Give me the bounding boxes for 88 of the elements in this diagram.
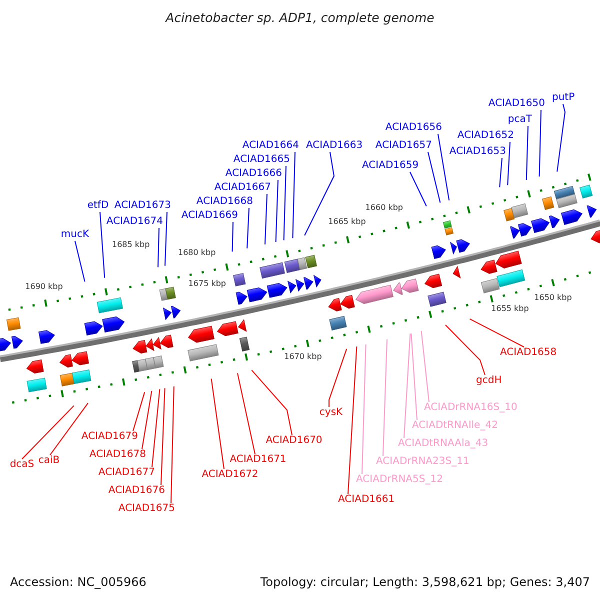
gene-label: ACIADtRNAAla_43	[398, 438, 488, 450]
leader-line	[158, 228, 160, 268]
gene-label: ACIAD1666	[225, 168, 282, 180]
tick-label: 1670 kbp	[284, 352, 322, 362]
leader-line	[210, 378, 224, 470]
leader-line	[404, 333, 411, 438]
gene-label: ACIAD1664	[242, 140, 299, 152]
gene-label: gcdH	[476, 375, 502, 387]
gene-label: ACIAD1679	[81, 431, 138, 443]
gene-label: putP	[552, 92, 575, 104]
gene-label: ACIAD1652	[457, 130, 514, 142]
leader-line	[526, 126, 528, 180]
tick-label: 1655 kbp	[491, 304, 529, 314]
gene-label: ACIAD1659	[362, 160, 419, 172]
leader-line	[469, 318, 524, 348]
gene-label: caiB	[38, 455, 60, 467]
map-title: Acinetobacter sp. ADP1, complete genome	[166, 11, 434, 25]
gene-label: ACIAD1676	[108, 485, 165, 497]
leader-line	[142, 390, 152, 450]
gene-label: ACIADtRNAIle_42	[412, 420, 498, 432]
leader-line	[328, 348, 348, 408]
leader-line	[164, 212, 168, 266]
leader-line	[538, 110, 542, 177]
gene-label: ACIAD1677	[98, 467, 155, 479]
gene-label: pcaT	[508, 114, 532, 126]
gene-label: ACIADrRNA16S_10	[424, 402, 518, 414]
leader-line	[507, 142, 510, 186]
leader-line	[264, 194, 268, 245]
leader-line	[251, 370, 292, 436]
accession-text: Accession: NC_005966	[10, 575, 146, 589]
gene-label: cysK	[319, 407, 343, 419]
gene-label: mucK	[60, 229, 90, 241]
gene-label: etfD	[87, 200, 109, 212]
gene-label: ACIAD1678	[89, 449, 146, 461]
tick-label: 1675 kbp	[188, 279, 226, 289]
leader-line	[382, 338, 388, 456]
tick-label: 1680 kbp	[178, 248, 216, 258]
gene-label: ACIAD1657	[375, 140, 432, 152]
leader-line	[132, 392, 146, 432]
tick-label: 1650 kbp	[534, 293, 572, 303]
leader-line	[292, 152, 296, 239]
leader-line	[232, 222, 234, 252]
gene-label: ACIAD1675	[118, 503, 175, 515]
leader-line	[362, 344, 366, 474]
tick-label: 1660 kbp	[365, 203, 403, 213]
gene-label: ACIAD1668	[196, 196, 253, 208]
gene-label: ACIAD1656	[385, 122, 442, 134]
gene-label: dcaS	[10, 459, 34, 471]
gene-label: ACIADrRNA5S_12	[356, 474, 443, 486]
leader-line	[100, 212, 106, 278]
gene-label: ACIAD1658	[500, 347, 557, 359]
gene-label: ACIAD1671	[230, 454, 286, 466]
leader-line	[556, 104, 566, 172]
genome-summary-text: Topology: circular; Length: 3,598,621 bp; Genes: 3,407	[260, 575, 590, 589]
leader-line	[275, 180, 278, 242]
gene-label: ACIAD1665	[233, 154, 290, 166]
leader-line	[438, 134, 450, 201]
leader-line	[428, 152, 441, 204]
leader-line	[410, 172, 427, 207]
tick-label: 1685 kbp	[112, 240, 150, 250]
gene-label: ACIAD1653	[449, 146, 506, 158]
leader-line	[237, 372, 256, 454]
gene-label: ACIAD1661	[338, 494, 395, 506]
gene-label: ACIAD1667	[214, 182, 271, 194]
gene-label: ACIAD1650	[488, 98, 545, 110]
leader-line	[445, 324, 486, 376]
leader-line	[160, 388, 166, 486]
leader-line	[283, 166, 286, 241]
leader-line	[22, 405, 74, 460]
gene-label: ACIAD1672	[202, 469, 258, 481]
leader-line	[246, 208, 250, 249]
leader-line	[499, 158, 502, 188]
gene-label: ACIAD1669	[181, 210, 238, 222]
leader-line	[420, 330, 430, 402]
gene-label: ACIAD1670	[266, 435, 322, 447]
leader-line	[50, 402, 88, 456]
leader-line	[304, 152, 335, 236]
leader-line	[170, 386, 174, 504]
gene-label: ACIAD1674	[106, 216, 163, 228]
gene-label: ACIAD1663	[306, 140, 363, 152]
leader-line	[74, 240, 86, 282]
leader-line	[152, 388, 160, 468]
tick-label: 1690 kbp	[25, 282, 63, 292]
leader-line	[410, 333, 418, 420]
leader-line	[348, 346, 358, 494]
gene-label: ACIADrRNA23S_11	[376, 456, 470, 468]
tick-label: 1665 kbp	[328, 217, 366, 227]
gene-label: ACIAD1673	[114, 200, 171, 212]
